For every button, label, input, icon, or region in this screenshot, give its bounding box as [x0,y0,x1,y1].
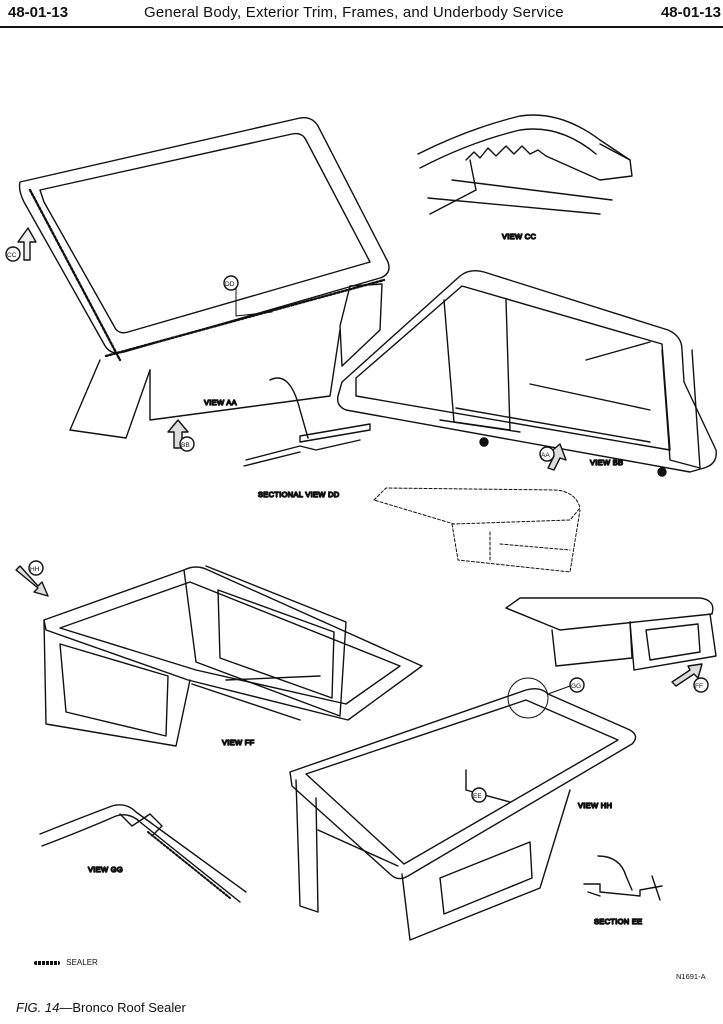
illustration-part-number: N1691-A [676,972,706,981]
figure-number: FIG. 14 [16,1000,60,1015]
hidden-roof-outline [373,487,581,573]
view-cc-label: VIEW CC [502,232,536,241]
view-aa-drawing [18,116,390,439]
callout-dd: DD [223,275,239,291]
callout-ff-label: FF [695,683,703,690]
callout-cc: CC [5,227,37,262]
page-number-right: 48-01-13 [660,4,721,21]
section-title: General Body, Exterior Trim, Frames, and… [144,4,564,21]
roof-sealer-illustration: VIEW AA CC DD BB VIEW CC VIEW BB [5,114,717,941]
section-ee-label: SECTION EE [594,917,642,926]
callout-gg-label: GG [571,683,581,690]
callout-bb: BB [167,419,195,452]
view-cc-drawing [417,114,633,215]
callout-ee: EE [471,787,487,803]
view-ff-drawing [43,565,423,747]
figure-caption-text: —Bronco Roof Sealer [59,1000,186,1015]
view-aa-label: VIEW AA [204,398,237,407]
header-rule [0,26,723,28]
sealer-legend: SEALER [34,958,98,967]
view-gg-drawing [39,804,247,903]
view-hh-label: VIEW HH [578,801,612,810]
page-number-left: 48-01-13 [8,4,69,21]
figure-caption: FIG. 14—Bronco Roof Sealer [16,1000,186,1015]
sectional-view-dd-label: SECTIONAL VIEW DD [258,490,340,499]
view-hh-drawing [289,677,637,941]
view-bb-label: VIEW BB [590,458,623,467]
callout-ff: FF [671,663,709,693]
callout-bb-label: BB [181,442,190,449]
callout-cc-label: CC [7,252,17,259]
hardtop-side-drawing [505,597,717,671]
sealer-swatch [34,960,60,965]
callout-dd-label: DD [225,281,235,288]
callout-hh: HH [15,560,49,597]
sectional-view-dd-drawing [243,377,371,467]
sealer-legend-label: SEALER [66,958,98,967]
section-ee-drawing [583,855,663,901]
callout-aa-label: AA [541,452,550,459]
callout-gg: GG [547,677,585,695]
view-ff-label: VIEW FF [222,738,255,747]
page-header: 48-01-13 General Body, Exterior Trim, Fr… [0,0,723,30]
view-gg-label: VIEW GG [88,865,123,874]
callout-aa: AA [539,443,567,471]
view-bb-drawing [336,269,717,477]
callout-hh-label: HH [30,566,40,573]
callout-ee-label: EE [473,793,482,800]
